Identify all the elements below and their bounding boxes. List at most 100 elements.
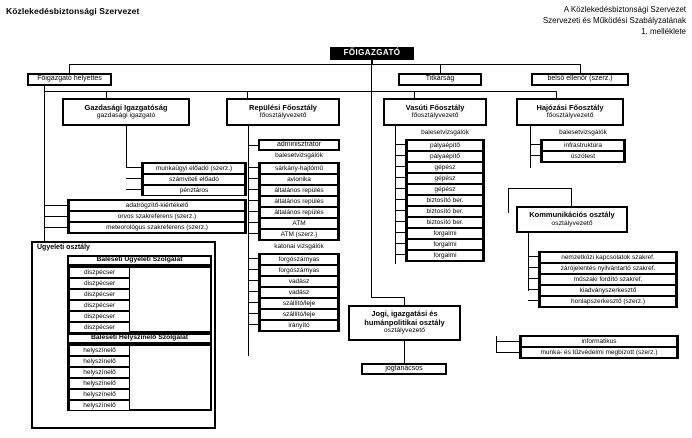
connector-director-staff-v [496,336,497,352]
field-railway-1[interactable]: pályaépítő [407,151,483,162]
field-aviation-g1-2[interactable]: általános repülés [260,185,338,196]
node-deputy-director[interactable]: Főigazgató helyettes [27,73,112,86]
aviation-caption-investigators: balesetvizsgálók [275,152,323,159]
connector-deputy-d3 [44,227,68,228]
field-railway-2[interactable]: gépész [407,162,483,173]
node-accident-duty-service[interactable]: Baleseti Ügyeleti Szolgálat [67,255,212,266]
field-railway-9[interactable]: forgalmi [407,239,483,250]
field-aviation-g2-2[interactable]: vadász [260,276,338,287]
connector-to-legal-v [404,297,405,305]
node-legal-counsel[interactable]: jogtanácsos [361,363,447,375]
field-railway-6[interactable]: biztosító ber. [407,206,483,217]
field-aviation-g1-3[interactable]: általános repülés [260,196,338,207]
field-communication-2[interactable]: műszaki fordító szakref. [540,274,676,285]
field-aviation-g2-0[interactable]: forgószárnyas [260,254,338,265]
field-deputy-direct-1[interactable]: orvos szakreferens (szerz.) [69,211,245,222]
node-foigazgato[interactable]: FŐIGAZGATÓ [330,47,414,60]
connector-ds-0 [496,341,520,342]
field-dispatcher-2[interactable]: diszpécser [69,289,130,300]
connector-bus-to-auditor [580,64,581,73]
connector-second-level-bus [44,91,556,92]
field-aviation-g1-4[interactable]: általános repülés [260,207,338,218]
legal-title-line-2: humánpolitikai osztály [364,317,445,327]
connector-railway-spine [395,126,396,264]
field-railway-7[interactable]: biztosító ber. [407,217,483,228]
connector-av2-4 [248,302,260,303]
field-dispatcher-5[interactable]: diszpécser [69,322,130,333]
field-aviation-g1-1[interactable]: avionika [260,174,338,185]
field-dispatcher-0[interactable]: diszpécser [69,267,130,278]
node-aviation-admin[interactable]: adminisztrátor [258,139,340,151]
field-director-staff-1[interactable]: munka- és tűzvédelmi megbízott (szerz.) [521,347,677,358]
field-railway-3[interactable]: gépész [407,173,483,184]
field-site-inspector-3[interactable]: helyszínelő [69,378,130,389]
node-economic-directorate[interactable]: Gazdasági Igazgatóság gazdasági igazgató [62,98,190,126]
connector-rw-4 [395,188,407,189]
economic-subtitle: gazdasági igazgató [96,112,156,119]
node-communication-department[interactable]: Kommunikációs osztály osztályvezető [516,206,628,233]
field-railway-10[interactable]: forgalmi [407,250,483,261]
field-site-inspector-5[interactable]: helyszínelő [69,400,130,411]
field-communication-4[interactable]: honlapszerkesztő (szerz.) [540,296,676,307]
field-communication-0[interactable]: nemzetközi kapcsolatok szakref. [540,252,676,263]
connector-legal-spine [404,341,405,363]
communication-subtitle: osztályvezető [551,219,593,227]
connector-mr-0 [530,144,542,145]
field-railway-8[interactable]: forgalmi [407,228,483,239]
node-internal-auditor[interactable]: belső ellenőr (szerz.) [531,73,629,86]
connector-deputy-spine [44,86,45,241]
node-maritime-department[interactable]: Hajózási Főosztály főosztályvezető [516,98,624,126]
field-aviation-g2-4[interactable]: szállító/leje [260,298,338,309]
connector-rw-2 [395,166,407,167]
field-dispatcher-1[interactable]: diszpécser [69,278,130,289]
document-reference: A Közlekedésbiztonsági Szervezet Szervez… [543,4,686,37]
node-secretariat[interactable]: Titkárság [398,73,482,86]
field-railway-0[interactable]: pályaépítő [407,140,483,151]
connector-av1-6 [248,233,260,234]
node-legal-department[interactable]: Jogi, igazgatási és humánpolitikai osztá… [348,305,461,341]
node-aviation-department[interactable]: Repülési Főosztály főosztályvezető [226,98,340,126]
field-railway-5[interactable]: biztosító ber. [407,195,483,206]
connector-rw-1 [395,155,407,156]
connector-economic-b3 [126,189,142,190]
connector-to-aviation [247,91,248,98]
connector-cm-4 [528,300,540,301]
connector-cm-0 [528,256,540,257]
field-economic-staff-0[interactable]: munkaügyi előadó (szerz.) [143,163,245,174]
field-aviation-g1-0[interactable]: sárkány-hajtómű [260,163,338,174]
field-site-inspector-4[interactable]: helyszínelő [69,389,130,400]
field-deputy-direct-0[interactable]: adatrögzítő-kiértékelő [69,200,245,211]
field-communication-3[interactable]: kiadványszerkesztő [540,285,676,296]
connector-av1-5 [248,222,260,223]
field-railway-4[interactable]: gépész [407,184,483,195]
field-aviation-g2-3[interactable]: vadász [260,287,338,298]
railway-title: Vasúti Főosztály [405,102,465,112]
field-aviation-g1-6[interactable]: ATM (szerz.) [260,229,338,240]
field-director-staff-0[interactable]: informatikus [521,336,677,347]
connector-aviation-spine [248,126,249,356]
field-maritime-0[interactable]: infrastruktúra [542,140,624,151]
connector-maritime-spine [530,126,531,168]
field-site-inspector-1[interactable]: helyszínelő [69,356,130,367]
field-aviation-g2-6[interactable]: irányító [260,320,338,331]
field-aviation-g2-5[interactable]: szállító/leje [260,309,338,320]
duty-department-title: Ügyeleti osztály [37,244,90,251]
connector-communication-drop [571,188,572,206]
field-aviation-g1-5[interactable]: ATM [260,218,338,229]
legal-title-line-1: Jogi, igazgatási és [371,309,438,319]
field-dispatcher-4[interactable]: diszpécser [69,311,130,322]
connector-av2-6 [248,324,260,325]
field-aviation-g2-1[interactable]: forgószárnyas [260,265,338,276]
field-site-inspector-2[interactable]: helyszínelő [69,367,130,378]
field-dispatcher-3[interactable]: diszpécser [69,300,130,311]
node-railway-department[interactable]: Vasúti Főosztály főosztályvezető [383,98,487,126]
field-maritime-1[interactable]: úszótest [542,151,624,162]
connector-to-communication-v [508,188,509,213]
field-economic-staff-1[interactable]: számviteli előadó [143,174,245,185]
field-deputy-direct-2[interactable]: meteorológus szakreferens (szerz.) [69,222,245,233]
field-communication-1[interactable]: zárójelentés nyilvántartó szakref. [540,263,676,274]
connector-av2-1 [248,269,260,270]
field-site-inspector-0[interactable]: helyszínelő [69,345,130,356]
node-accident-site-service[interactable]: Baleseti Helyszínelő Szolgálat [67,333,212,344]
field-economic-staff-2[interactable]: pénztáros [143,185,245,196]
